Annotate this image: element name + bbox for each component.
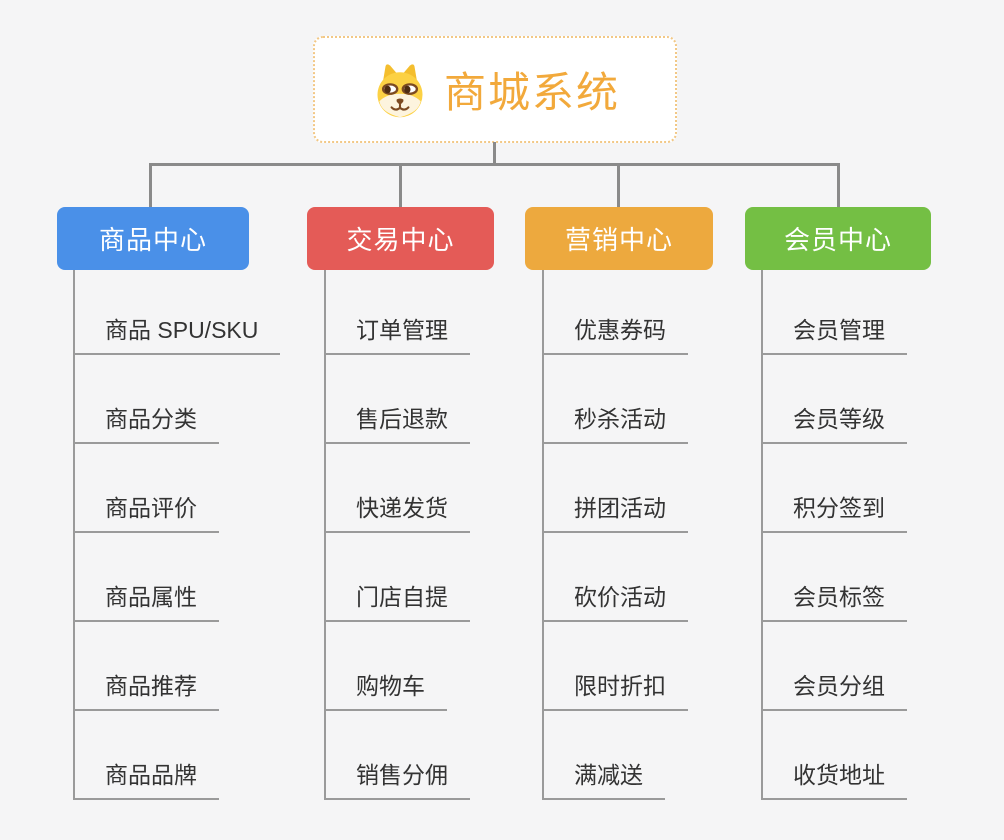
- leaf-node-limited-time-discount[interactable]: 限时折扣: [544, 667, 688, 711]
- branch-node-marketing[interactable]: 营销中心: [525, 207, 713, 270]
- branch-node-members[interactable]: 会员中心: [745, 207, 931, 270]
- connector-drop-products: [149, 163, 152, 207]
- leaf-column-members: 会员管理 会员等级 积分签到 会员标签 会员分组 收货地址: [761, 270, 907, 800]
- leaf-node-shopping-cart[interactable]: 购物车: [326, 667, 447, 711]
- leaf-node-express-delivery[interactable]: 快递发货: [326, 489, 470, 533]
- leaf-node-member-groups[interactable]: 会员分组: [763, 667, 907, 711]
- leaf-node-bargain-activity[interactable]: 砍价活动: [544, 578, 688, 622]
- leaf-node-flash-sale[interactable]: 秒杀活动: [544, 400, 688, 444]
- leaf-column-marketing: 优惠券码 秒杀活动 拼团活动 砍价活动 限时折扣 满减送: [542, 270, 688, 800]
- branch-label: 会员中心: [783, 225, 892, 255]
- leaf-node-spend-and-save[interactable]: 满减送: [544, 756, 665, 800]
- connector-drop-marketing: [617, 163, 620, 207]
- leaf-node-product-attribute[interactable]: 商品属性: [75, 578, 219, 622]
- connector-root-stem: [493, 142, 496, 163]
- leaf-node-coupon-code[interactable]: 优惠券码: [544, 311, 688, 355]
- branch-label: 营销中心: [564, 225, 673, 255]
- connector-horizontal-bar: [149, 163, 840, 166]
- root-title: 商城系统: [443, 69, 620, 116]
- leaf-node-member-tags[interactable]: 会员标签: [763, 578, 907, 622]
- leaf-column-products: 商品 SPU/SKU 商品分类 商品评价 商品属性 商品推荐 商品品牌: [73, 270, 281, 800]
- leaf-node-product-spu-sku[interactable]: 商品 SPU/SKU: [75, 311, 281, 355]
- connector-drop-members: [837, 163, 840, 207]
- root-node[interactable]: 商城系统: [313, 36, 677, 143]
- leaf-node-store-pickup[interactable]: 门店自提: [326, 578, 470, 622]
- leaf-node-product-brand[interactable]: 商品品牌: [75, 756, 219, 800]
- leaf-node-points-checkin[interactable]: 积分签到: [763, 489, 907, 533]
- leaf-node-member-level[interactable]: 会员等级: [763, 400, 907, 444]
- leaf-node-product-review[interactable]: 商品评价: [75, 489, 219, 533]
- leaf-node-aftersale-refund[interactable]: 售后退款: [326, 400, 470, 444]
- leaf-node-member-management[interactable]: 会员管理: [763, 311, 907, 355]
- leaf-node-group-buy[interactable]: 拼团活动: [544, 489, 688, 533]
- leaf-node-product-recommend[interactable]: 商品推荐: [75, 667, 219, 711]
- dog-face-icon: [377, 63, 423, 117]
- branch-node-trade[interactable]: 交易中心: [307, 207, 494, 270]
- connector-drop-trade: [399, 163, 402, 207]
- leaf-column-trade: 订单管理 售后退款 快递发货 门店自提 购物车 销售分佣: [324, 270, 470, 800]
- branch-label: 商品中心: [98, 225, 207, 255]
- leaf-node-order-management[interactable]: 订单管理: [326, 311, 470, 355]
- leaf-node-shipping-address[interactable]: 收货地址: [763, 756, 907, 800]
- leaf-node-sales-commission[interactable]: 销售分佣: [326, 756, 470, 800]
- leaf-node-product-category[interactable]: 商品分类: [75, 400, 219, 444]
- branch-node-products[interactable]: 商品中心: [57, 207, 249, 270]
- branch-label: 交易中心: [346, 225, 455, 255]
